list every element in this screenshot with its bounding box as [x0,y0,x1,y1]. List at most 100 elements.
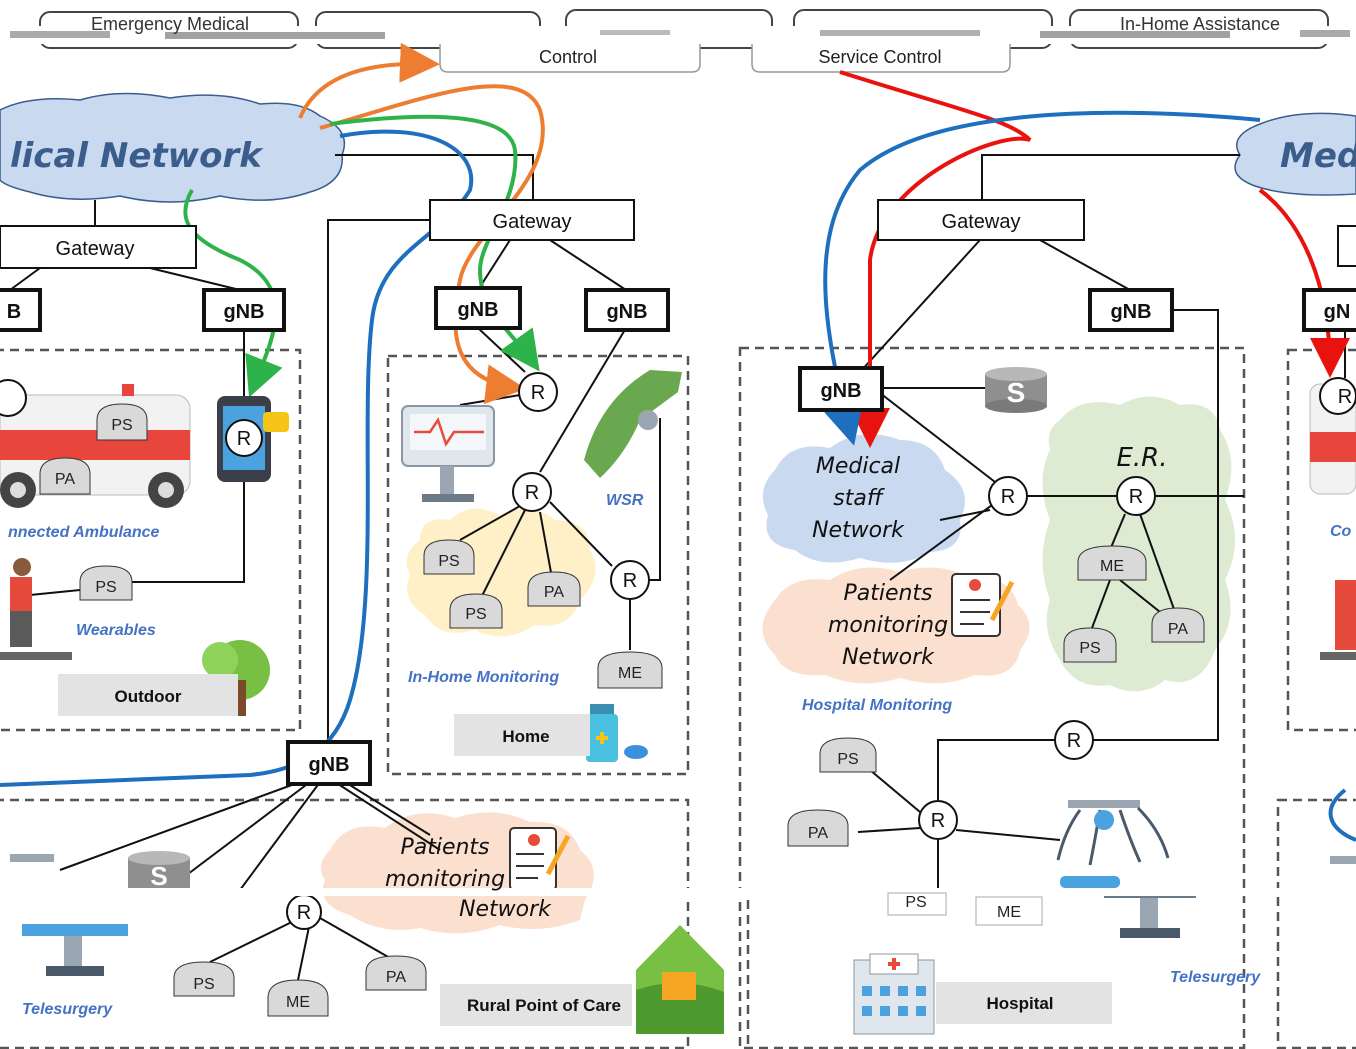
heart-monitor-icon [401,405,495,502]
in-home-assistance-label: In-Home Assistance [1120,14,1280,34]
router-right: R [1319,377,1356,415]
router-hospital-lower: R [918,800,958,840]
outdoor-badge: Outdoor [58,674,238,716]
gnb-right-cut: gN [1302,288,1356,332]
svg-text:Gateway: Gateway [942,211,1021,233]
pa-er: PA [1151,607,1205,643]
svg-text:PS: PS [95,579,116,596]
svg-text:R: R [525,482,539,504]
rural-point-of-care-badge: Rural Point of Care [440,984,632,1026]
patients-monitoring-hospital-line-1: Patients [843,581,932,606]
gnb-ambulance: gNB [202,288,286,332]
top-strip-noise [10,30,1350,39]
svg-text:Hospital: Hospital [986,994,1053,1013]
svg-text:PS: PS [111,417,132,434]
svg-text:R: R [531,382,545,404]
green-to-wearable [183,189,283,398]
gnb-hospital-1: gNB [798,366,884,412]
svg-text:R: R [1067,730,1081,752]
svg-text:ME: ME [286,994,310,1011]
patients-monitoring-rural-line-2: monitoring [385,867,505,892]
rural-village-icon [636,925,724,1034]
blue-right-edge [1328,788,1356,842]
svg-text:R: R [1001,486,1015,508]
svg-text:Rural Point of Care: Rural Point of Care [467,996,621,1015]
right-area-2 [1276,798,1356,1049]
hospital-area [738,346,1246,1049]
gateway-middle: Gateway [429,199,635,241]
svg-text:ME: ME [997,904,1021,921]
router-er: R [1116,476,1156,516]
router-home-right: R [610,560,650,600]
medical-network-left-label: lical Network [10,136,264,176]
control-box [439,44,701,73]
svg-text:Gateway: Gateway [493,211,572,233]
gateway-right: Gateway [877,199,1085,241]
outdoor-area [0,348,302,732]
patients-monitoring-rural-line-1: Patients [400,835,489,860]
svg-text:PA: PA [544,584,564,601]
svg-text:PS: PS [438,553,459,570]
pa-ambulance: PA [39,457,91,495]
svg-text:B: B [7,301,21,323]
svg-text:ME: ME [618,665,642,682]
wsr-label: WSR [606,492,644,509]
pa-home: PA [527,571,581,607]
svg-text:gNB: gNB [457,299,498,321]
router-home-mid: R [512,472,552,512]
medical-staff-line-2: staff [833,486,885,511]
svg-text:R: R [1338,386,1352,408]
svg-text:R: R [237,428,251,450]
wearables-label: Wearables [76,622,156,639]
connected-ambulance-label: nnected Ambulance [8,524,160,541]
telesurgery-left-label: Telesurgery [22,1001,113,1018]
svg-text:gNB: gNB [223,301,264,323]
control-label: Control [539,47,597,67]
router-rural: R [286,894,322,930]
gnb-rural: gNB [286,740,372,786]
me-home: ME [597,651,663,689]
clipboard-icon-hospital [951,573,1015,637]
ambulance-icon [0,384,191,508]
svg-text:R: R [297,902,311,924]
hospital-building-icon [853,953,935,1035]
hospital-monitoring-label: Hospital Monitoring [802,697,952,714]
svg-text:Gateway: Gateway [56,238,135,260]
router-home-top: R [518,372,558,412]
svg-text:R: R [1129,486,1143,508]
svg-text:PA: PA [1168,621,1188,638]
service-control-box [751,44,1011,73]
orange-control-to-home [319,84,545,405]
hospital-badge: Hospital [936,982,1112,1024]
svg-text:PS: PS [193,976,214,993]
ps-wearables: PS [79,565,133,601]
svg-text:PS: PS [905,894,926,911]
surgical-robot-icon-hospital [1056,800,1170,866]
gnb-left-cut: B [0,288,42,332]
storage-icon-rural [128,851,190,892]
ps-home-2: PS [449,593,503,629]
router-phone: R [225,419,263,457]
gnb-hospital-2: gNB [1088,288,1174,332]
medical-staff-line-3: Network [812,518,905,543]
svg-text:R: R [623,570,637,592]
medical-network-right-label: Med [1280,136,1356,176]
storage-icon-hospital [985,367,1047,413]
co-cut-label: Co [1330,523,1352,540]
surgical-robot-icon-rural [10,854,128,976]
patients-monitoring-hospital-line-3: Network [842,645,935,670]
pa-hospital-lower: PA [787,809,849,847]
red-to-right [1258,188,1350,378]
hospital-lower-partial-devices: PS ME [887,892,1043,926]
blue-to-rural [0,129,474,787]
svg-text:PA: PA [386,969,406,986]
home-badge: Home [454,714,590,756]
patients-monitoring-hospital-line-2: monitoring [828,613,948,638]
storage-label-hospital: S [1007,377,1026,408]
svg-text:ME: ME [1100,558,1124,575]
svg-text:gNB: gNB [820,380,861,402]
me-rural: ME [267,979,329,1017]
patients-monitoring-rural-line-3: Network [459,897,552,922]
svg-text:PS: PS [465,606,486,623]
medical-staff-line-1: Medical [816,454,900,479]
